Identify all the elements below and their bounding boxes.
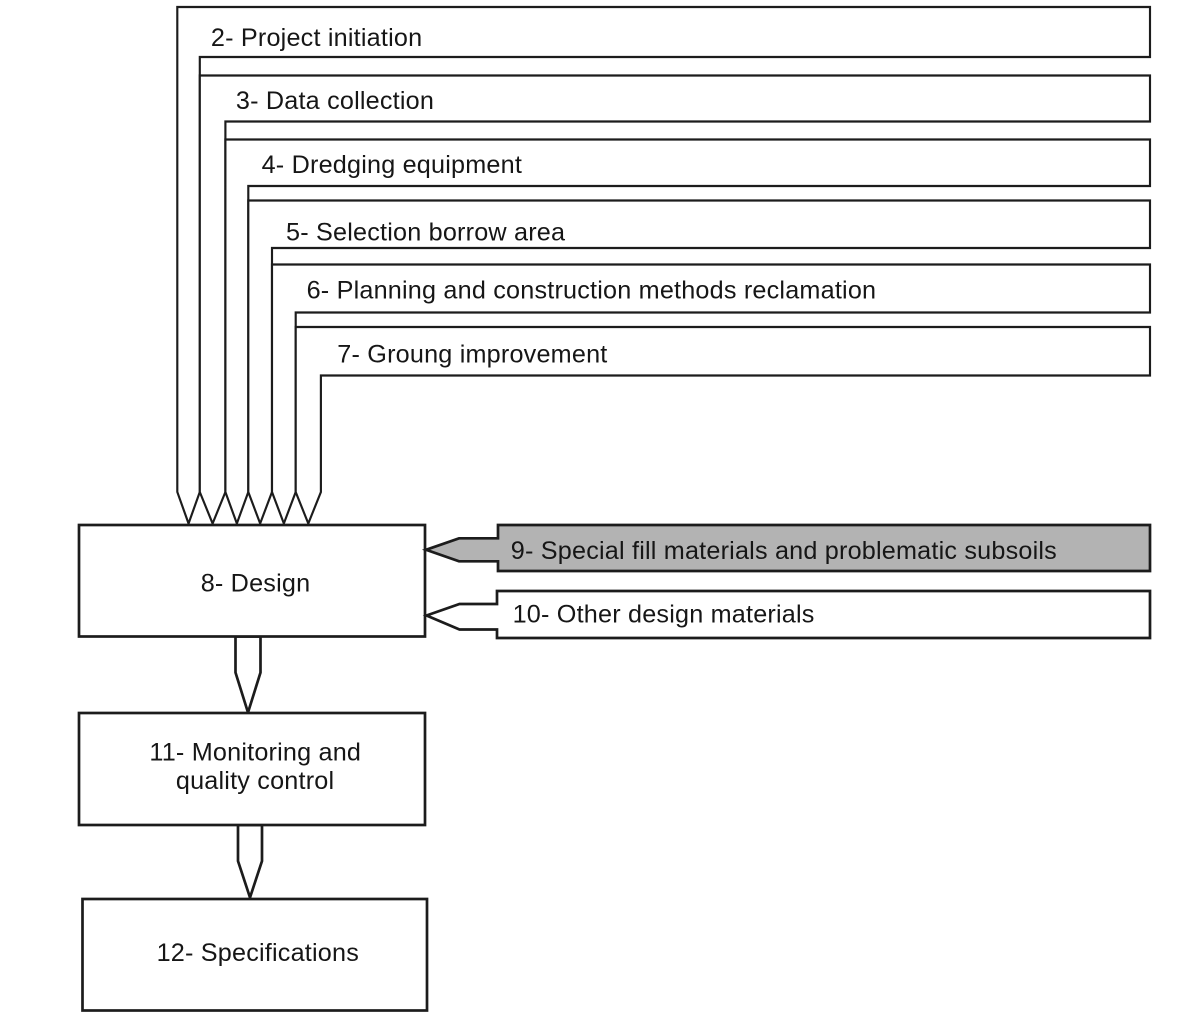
svg-text:11- Monitoring and: 11- Monitoring and	[149, 739, 361, 767]
svg-text:6- Planning and construction m: 6- Planning and construction methods rec…	[307, 277, 877, 305]
svg-text:8- Design: 8- Design	[201, 569, 311, 597]
svg-text:2- Project initiation: 2- Project initiation	[211, 24, 422, 52]
svg-text:3- Data collection: 3- Data collection	[236, 87, 434, 115]
svg-text:10- Other design materials: 10- Other design materials	[513, 601, 815, 629]
svg-text:4- Dredging equipment: 4- Dredging equipment	[262, 151, 522, 179]
svg-text:7- Groung improvement: 7- Groung improvement	[337, 340, 607, 368]
svg-text:9- Special fill materials and: 9- Special fill materials and problemati…	[511, 537, 1057, 565]
svg-text:12- Specifications: 12- Specifications	[157, 939, 359, 967]
svg-text:quality control: quality control	[176, 767, 334, 795]
svg-text:5- Selection borrow area: 5- Selection borrow area	[286, 218, 566, 246]
